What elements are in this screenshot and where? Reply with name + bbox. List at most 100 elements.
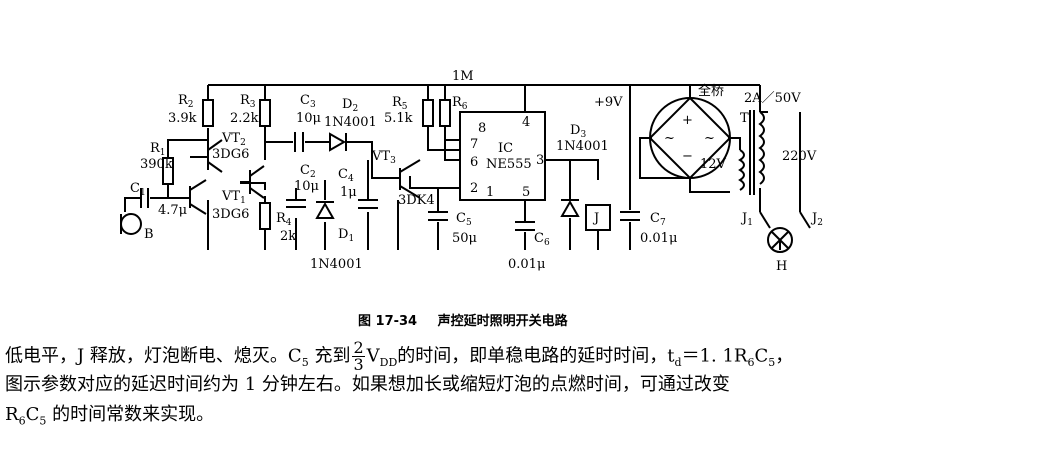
body-text-segment: 图示参数对应的延迟时间约为 1 分钟左右。如果想加长或缩短灯泡的点燃时间，可通过… xyxy=(5,374,730,395)
capacitor-c7 xyxy=(620,211,640,221)
label-pin6: 6 xyxy=(470,155,478,170)
body-text-segment: 的时间常数来实现。 xyxy=(46,404,215,425)
transistor-vt2 xyxy=(190,139,223,173)
diode-d2 xyxy=(329,132,358,152)
label-c4-val: 1μ xyxy=(340,185,357,200)
diode-d3 xyxy=(560,199,580,217)
figure-title: 声控延时照明开关电路 xyxy=(437,314,568,329)
label-d3-val: 1N4001 xyxy=(556,139,609,154)
label-c1-val: 4.7μ xyxy=(158,203,187,218)
label-c7-val: 0.01μ xyxy=(640,231,677,246)
bridge-rectifier: + − ~ ~ xyxy=(648,96,732,180)
label-r3-val: 2.2k xyxy=(230,111,259,126)
label-c6: C6 xyxy=(534,231,550,248)
body-text-segment: 低电平，J 释放，灯泡断电、熄灭。C xyxy=(5,345,302,367)
fraction-numerator: 2 xyxy=(352,338,365,357)
label-c1: C1 xyxy=(130,181,146,198)
component-labels: R2 3.9k R3 2.2k R1 390k C1 4.7μ VT2 3DG6… xyxy=(130,69,823,274)
body-subscript: 6 xyxy=(747,356,755,370)
lamp-h xyxy=(767,227,793,253)
label-j2: J2 xyxy=(810,211,823,228)
contact-j1 xyxy=(759,211,771,229)
label-c5: C5 xyxy=(456,211,472,228)
label-vt2-val: 3DG6 xyxy=(212,147,249,162)
resistor-r3 xyxy=(259,99,271,127)
body-text-segment: C xyxy=(25,404,40,425)
label-c6-val: 0.01μ xyxy=(508,257,545,272)
circuit-wires xyxy=(124,84,801,250)
label-r5-val: 5.1k xyxy=(384,111,413,126)
label-c2-val: 10μ xyxy=(294,179,319,194)
label-vt1: VT1 xyxy=(221,189,246,206)
label-vt1-val: 3DG6 xyxy=(212,207,249,222)
body-subscript: d xyxy=(674,356,682,370)
label-d2-val: 1N4001 xyxy=(324,115,377,130)
svg-text:+: + xyxy=(682,113,693,128)
diode-d1 xyxy=(315,201,335,219)
label-c4: C4 xyxy=(338,167,354,184)
capacitor-c3 xyxy=(294,132,304,152)
label-pin2: 2 xyxy=(470,181,478,196)
body-text-segment: R xyxy=(5,404,19,425)
relay-j xyxy=(585,204,611,231)
body-subscript: DD xyxy=(379,356,398,370)
body-subscript: 5 xyxy=(301,356,309,370)
contact-j2 xyxy=(799,211,811,229)
svg-text:~: ~ xyxy=(704,131,715,146)
label-r4: R4 xyxy=(276,211,292,228)
label-j1: J1 xyxy=(740,211,753,228)
capacitor-c4 xyxy=(358,199,378,209)
label-r1: R1 xyxy=(150,141,166,158)
label-pin3: 3 xyxy=(536,153,544,168)
label-d1: D1 xyxy=(338,227,354,244)
capacitor-c2 xyxy=(286,199,306,208)
svg-text:~: ~ xyxy=(664,131,675,146)
body-line-3: R6C5 的时间常数来实现。 xyxy=(5,400,1051,430)
resistor-r5 xyxy=(422,99,434,127)
label-pin8: 8 xyxy=(478,121,486,136)
resistor-r4 xyxy=(259,202,271,230)
label-r4-val: 2k xyxy=(280,229,296,244)
label-r1-val: 390k xyxy=(140,157,173,172)
label-ic: IC xyxy=(498,141,513,156)
label-1m: 1M xyxy=(452,69,474,84)
label-12v: 12V xyxy=(700,157,727,172)
label-d3: D3 xyxy=(570,123,586,140)
label-c7: C7 xyxy=(650,211,666,228)
microphone-b xyxy=(120,213,142,235)
label-pin5: 5 xyxy=(522,185,530,200)
label-r2-val: 3.9k xyxy=(168,111,197,126)
capacitor-c6 xyxy=(515,221,535,231)
capacitor-c1 xyxy=(140,188,149,208)
body-line-2: 图示参数对应的延迟时间约为 1 分钟左右。如果想加长或缩短灯泡的点燃时间，可通过… xyxy=(5,370,1051,400)
label-d1-val: 1N4001 xyxy=(310,257,363,272)
body-subscript: 5 xyxy=(768,356,776,370)
body-text-segment: 的时间，即单稳电路的延时时间，t xyxy=(397,345,675,367)
label-pin4: 4 xyxy=(522,115,530,130)
body-subscript: 5 xyxy=(39,414,47,428)
label-vt3: VT3 xyxy=(371,149,396,166)
label-vt2: VT2 xyxy=(221,131,246,148)
label-mic: B xyxy=(144,227,154,242)
resistor-r2 xyxy=(202,99,214,127)
label-r3: R3 xyxy=(240,93,256,110)
label-c5-val: 50μ xyxy=(452,231,477,246)
transformer-t xyxy=(738,110,765,195)
label-vt3-val: 3DK4 xyxy=(398,193,435,208)
transistor-vt1 xyxy=(180,179,207,215)
body-text-segment: C xyxy=(754,345,769,367)
label-c3-val: 10μ xyxy=(296,111,321,126)
transistor-vt3 xyxy=(399,159,421,199)
label-r5: R5 xyxy=(392,95,408,112)
label-r2: R2 xyxy=(178,93,194,110)
body-text-segment: ＝1. 1R xyxy=(681,345,748,367)
ic-ne555 xyxy=(459,111,546,201)
capacitor-c5 xyxy=(428,211,448,221)
body-subscript: 6 xyxy=(18,414,26,428)
label-r6: R6 xyxy=(452,95,468,112)
label-supply: +9V xyxy=(594,95,623,110)
figure-number: 图 17-34 xyxy=(358,314,418,329)
label-bridge: 全桥 xyxy=(698,83,724,99)
